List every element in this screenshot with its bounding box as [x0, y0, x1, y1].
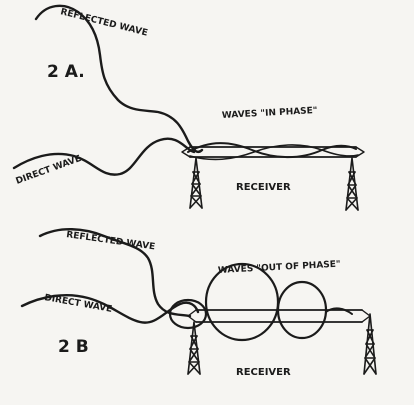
receiver-link-a-ends [181, 146, 365, 158]
receiver-link-b [195, 309, 363, 323]
receiver-label-b: RECEIVER [236, 367, 291, 378]
antenna-tower-right-a [345, 157, 359, 211]
figure-label-2b: 2 B [58, 337, 89, 357]
figure-2a: REFLECTED WAVE 2 A. WAVES "IN PHASE" DIR… [12, 4, 365, 211]
in-phase-waves-a-2 [189, 144, 359, 161]
figure-label-2a: 2 A. [47, 62, 85, 82]
direct-wave-curve-b [20, 293, 200, 324]
out-of-phase-loop-2 [204, 262, 280, 342]
out-of-phase-label-b: WAVES "OUT OF PHASE" [218, 260, 341, 276]
in-phase-waves-a [187, 142, 357, 159]
antenna-tower-left-a [189, 157, 203, 209]
out-of-phase-loop-1 [168, 298, 208, 330]
receiver-label-a: RECEIVER [236, 182, 291, 193]
direct-wave-curve-a [12, 137, 196, 176]
receiver-link-a [189, 146, 357, 158]
reflected-wave-label-b: REFLECTED WAVE [66, 230, 156, 252]
antenna-tower-left-b [187, 321, 201, 375]
antenna-tower-right-b [363, 313, 377, 375]
reflected-wave-curve-b [38, 228, 192, 318]
in-phase-label-a: WAVES "IN PHASE" [222, 106, 318, 121]
reflected-wave-curve-a [34, 4, 204, 154]
reflected-wave-label-a: REFLECTED WAVE [59, 7, 148, 38]
direct-wave-label-a: DIRECT WAVE [15, 154, 83, 187]
figure-2b: REFLECTED WAVE WAVES "OUT OF PHASE" DIRE… [20, 228, 377, 378]
